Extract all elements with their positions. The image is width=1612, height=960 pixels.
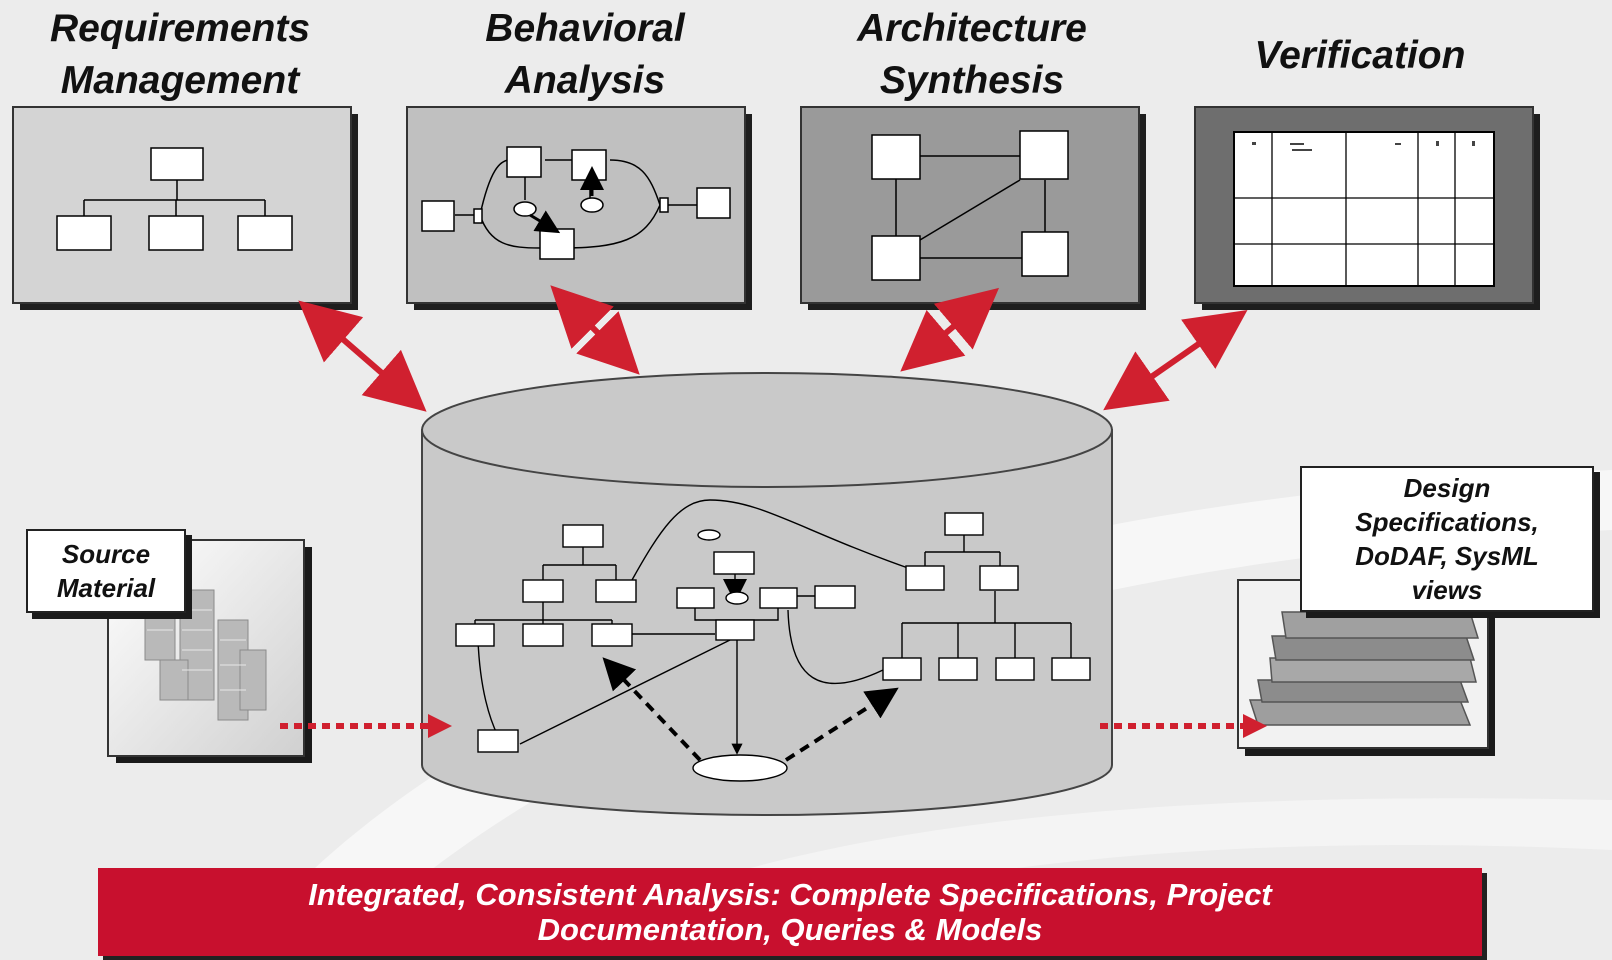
- heading-line: Management: [60, 59, 300, 102]
- bidirectional-arrow-icon: [900, 287, 1000, 372]
- heading-line: Requirements: [49, 7, 311, 50]
- label-line: Material: [56, 573, 156, 603]
- summary-banner: Integrated, Consistent Analysis: Complet…: [98, 868, 1482, 956]
- behavioral-panel: [406, 106, 752, 310]
- heading-line: Synthesis: [879, 59, 1065, 102]
- bidirectional-arrow-icon: [550, 285, 640, 375]
- bidirectional-arrow-icon: [298, 300, 427, 412]
- verification-panel: [1194, 106, 1540, 310]
- heading-line: Analysis: [504, 59, 666, 102]
- banner-line: Documentation, Queries & Models: [537, 912, 1043, 947]
- heading-architecture-synthesis: Architecture Synthesis: [812, 3, 1132, 107]
- label-line: DoDAF, SysML: [1355, 541, 1539, 571]
- label-line: Specifications,: [1355, 507, 1539, 537]
- dotted-arrow-icon: [1100, 714, 1267, 738]
- heading-line: Behavioral: [485, 7, 685, 50]
- heading-behavioral-analysis: Behavioral Analysis: [425, 3, 745, 107]
- heading-requirements-management: Requirements Management: [20, 3, 340, 107]
- heading-verification: Verification: [1200, 30, 1520, 82]
- bidirectional-arrows: [298, 285, 1248, 412]
- integrated-model-nodes: [455, 512, 1091, 782]
- label-line: views: [1411, 575, 1483, 605]
- banner-line: Integrated, Consistent Analysis: Complet…: [308, 877, 1272, 912]
- bidirectional-arrow-icon: [1103, 310, 1248, 411]
- integrated-model-diagram: [474, 499, 1072, 762]
- label-line: Design: [1403, 473, 1491, 503]
- requirements-panel: [12, 106, 358, 310]
- dotted-arrow-icon: [280, 714, 452, 738]
- architecture-panel: [800, 106, 1146, 310]
- heading-line: Verification: [1254, 34, 1466, 77]
- source-material-label: Source Material: [26, 529, 186, 613]
- background-swoosh-lower: [520, 798, 1612, 960]
- book-stack-icon: [1248, 611, 1480, 726]
- design-specifications-label: Design Specifications, DoDAF, SysML view…: [1300, 466, 1594, 612]
- label-line: Source: [61, 539, 151, 569]
- heading-line: Architecture: [857, 7, 1087, 50]
